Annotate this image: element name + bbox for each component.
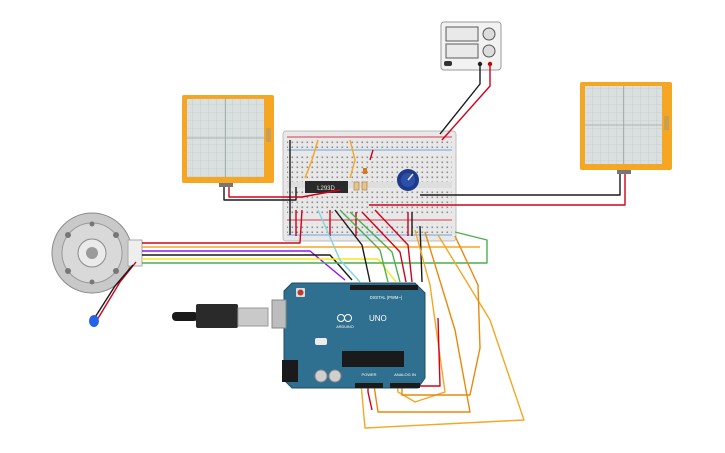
- arduino-uno[interactable]: DIGITAL (PWM~) ARDUINO UNO POWER ANALOG …: [271, 282, 426, 389]
- current-display: [445, 43, 479, 59]
- chip-label: L293D: [317, 186, 335, 192]
- digital-header-label: DIGITAL (PWM~): [370, 295, 403, 300]
- resistor[interactable]: [353, 181, 360, 191]
- digital-header[interactable]: [350, 285, 418, 290]
- resistor[interactable]: [361, 181, 368, 191]
- capacitor-icon: [328, 369, 342, 383]
- capacitor[interactable]: [89, 315, 99, 327]
- voltage-knob[interactable]: [482, 27, 496, 41]
- crystal: [315, 338, 327, 345]
- analog-header[interactable]: [390, 383, 420, 388]
- resistor[interactable]: [363, 168, 367, 174]
- power-header-label: POWER: [361, 372, 376, 377]
- power-supply[interactable]: [440, 21, 502, 71]
- screw-icon: [65, 268, 71, 274]
- screw-icon: [65, 232, 71, 238]
- oscilloscope-right[interactable]: [580, 82, 672, 174]
- current-knob[interactable]: [482, 44, 496, 58]
- microcontroller: [342, 351, 404, 367]
- oscilloscope-left[interactable]: [182, 95, 274, 187]
- usb-connector: [237, 307, 269, 327]
- arduino-logo: [337, 314, 352, 322]
- power-jack[interactable]: [282, 360, 298, 382]
- screw-icon: [113, 232, 119, 238]
- model-label: UNO: [369, 314, 387, 323]
- motor-connector[interactable]: [127, 239, 143, 267]
- potentiometer[interactable]: [397, 169, 419, 191]
- screw-icon: [113, 268, 119, 274]
- capacitor-icon: [314, 369, 328, 383]
- analog-header-label: ANALOG IN: [394, 372, 416, 377]
- power-header[interactable]: [355, 383, 383, 388]
- reset-button[interactable]: [297, 289, 304, 296]
- wires[interactable]: [91, 64, 626, 429]
- potentiometer-wiper: [407, 173, 414, 181]
- driver-chip[interactable]: L293D: [305, 181, 348, 193]
- motor-shaft: [86, 247, 98, 259]
- power-switch[interactable]: [444, 61, 452, 66]
- scope-controls[interactable]: [266, 128, 271, 142]
- scope-controls[interactable]: [664, 116, 669, 130]
- motor-encoder[interactable]: [51, 212, 143, 294]
- voltage-display: [445, 26, 479, 42]
- usb-cable[interactable]: [172, 304, 269, 328]
- screw-icon: [89, 221, 95, 227]
- usb-port[interactable]: [271, 299, 287, 329]
- screw-icon: [89, 279, 95, 285]
- brand-label: ARDUINO: [336, 325, 354, 329]
